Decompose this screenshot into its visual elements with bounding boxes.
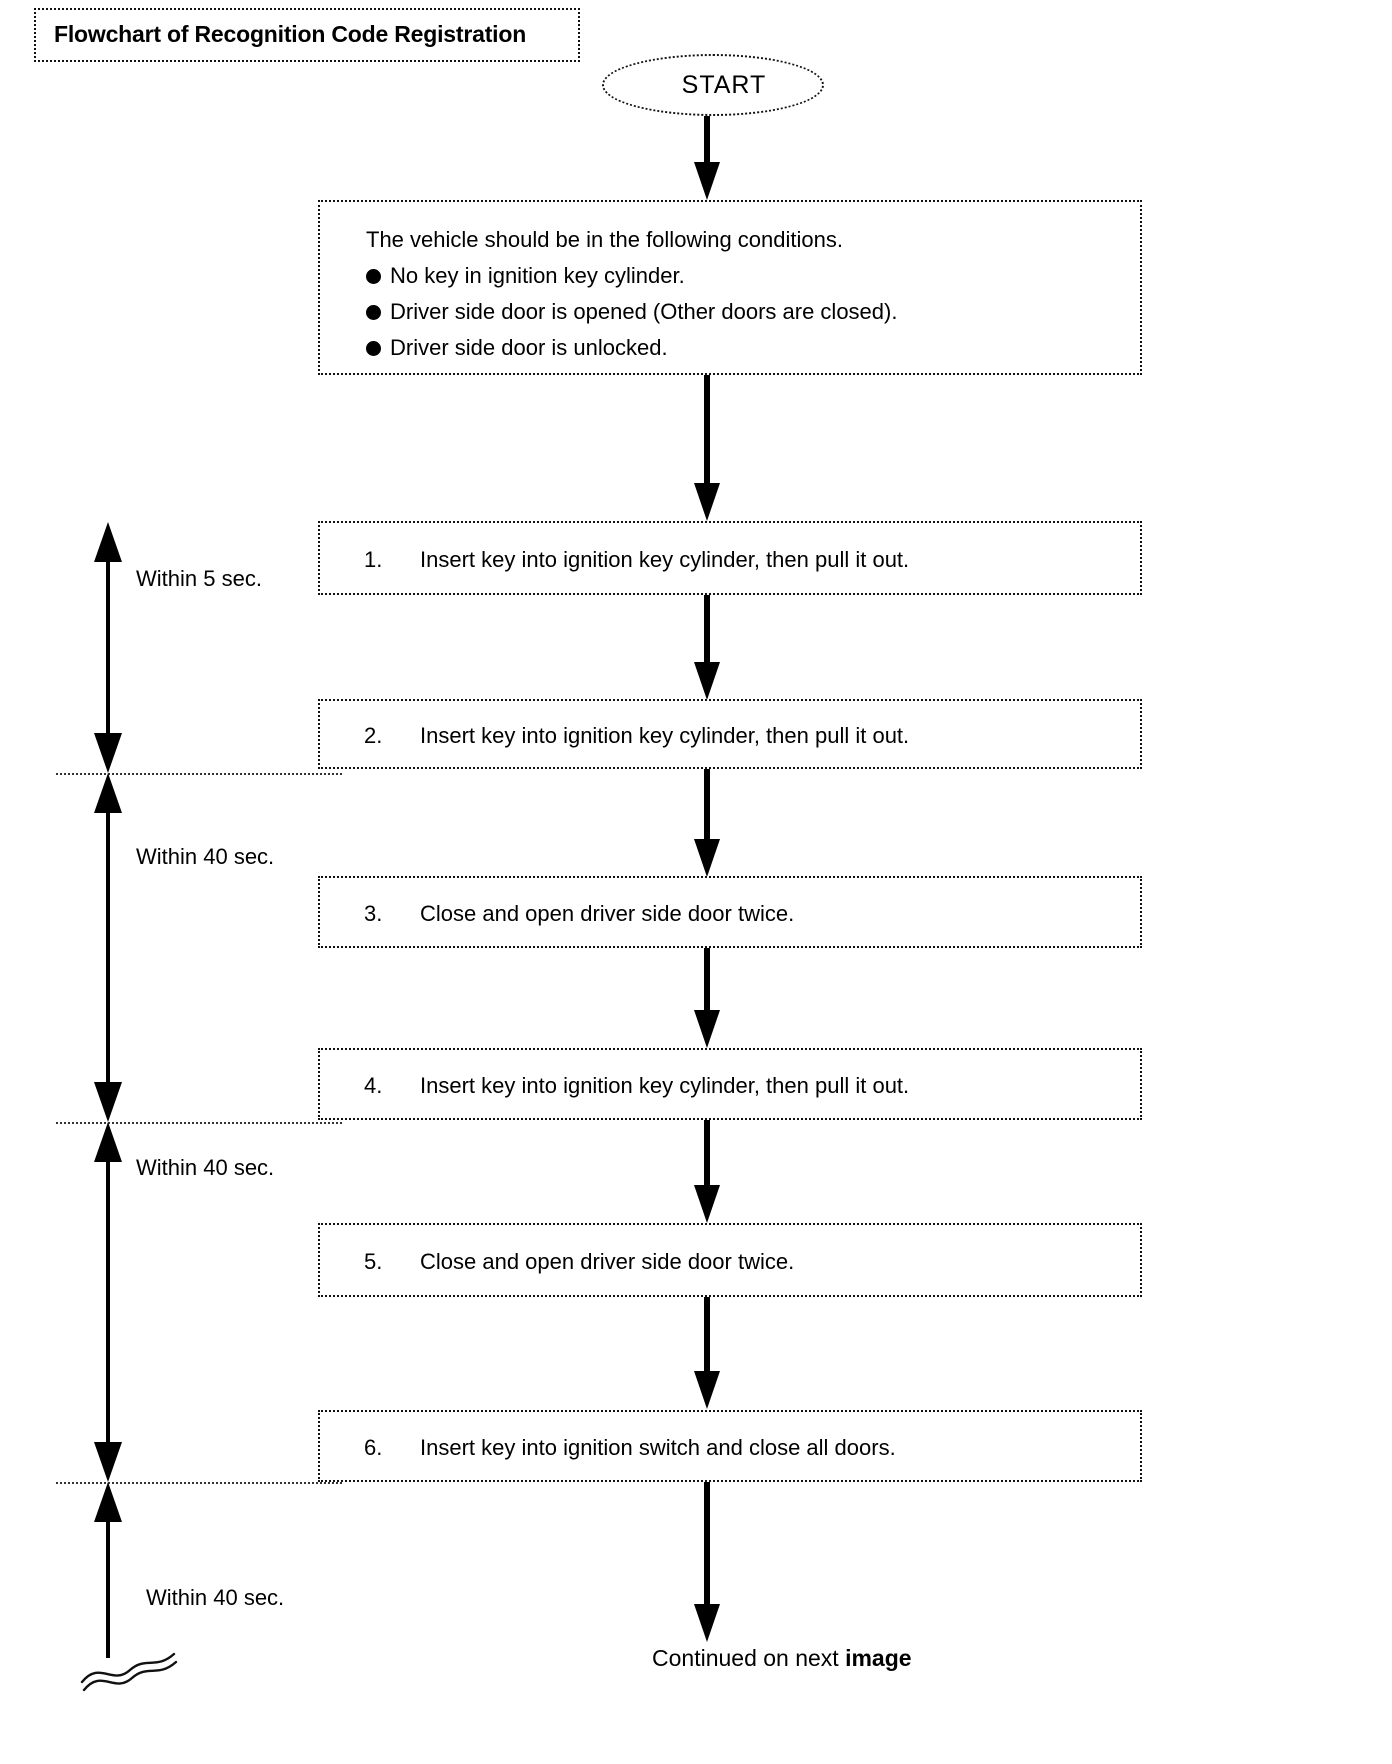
step-box-1: 1. Insert key into ignition key cylinder… [318, 521, 1142, 595]
timing-line-1 [106, 560, 110, 735]
timing-arrow-up-1 [94, 522, 122, 562]
flow-arrow-step5-to-step6 [694, 1297, 720, 1409]
step-number: 1. [364, 547, 383, 572]
timing-arrow-up-3 [94, 1122, 122, 1162]
timing-label-3: Within 40 sec. [136, 1155, 275, 1180]
start-terminator: START [602, 54, 824, 116]
step-box-6: 6. Insert key into ignition switch and c… [318, 1410, 1142, 1482]
flow-arrow-step2-to-step3 [694, 769, 720, 877]
timing-line-2 [106, 811, 110, 1084]
step-box-5: 5. Close and open driver side door twice… [318, 1223, 1142, 1297]
conditions-heading: The vehicle should be in the following c… [366, 227, 843, 252]
step-text: Insert key into ignition key cylinder, t… [420, 547, 910, 572]
bullet-icon [366, 269, 381, 284]
step-number: 4. [364, 1073, 383, 1098]
step-number: 5. [364, 1249, 383, 1274]
step-number: 3. [364, 901, 383, 926]
timing-label-4: Within 40 sec. [146, 1585, 285, 1610]
conditions-box: The vehicle should be in the following c… [318, 200, 1142, 375]
flow-arrow-step1-to-step2 [694, 595, 720, 700]
condition-item: Driver side door is unlocked. [366, 335, 668, 361]
start-label: START [681, 71, 767, 99]
timing-arrow-down-2 [94, 1082, 122, 1122]
step-text: Close and open driver side door twice. [420, 901, 795, 926]
flow-arrow-conditions-to-step1 [694, 375, 720, 521]
step-number: 6. [364, 1435, 383, 1460]
step-number: 2. [364, 723, 383, 748]
page-title: Flowchart of Recognition Code Registrati… [54, 21, 527, 47]
timing-arrow-up-4 [94, 1482, 122, 1522]
continued-note: Continued on next image [652, 1645, 912, 1672]
timing-arrow-down-1 [94, 733, 122, 773]
condition-item-label: Driver side door is unlocked. [390, 335, 668, 360]
step-text: Insert key into ignition key cylinder, t… [420, 723, 910, 748]
step-box-3: 3. Close and open driver side door twice… [318, 876, 1142, 948]
condition-item: No key in ignition key cylinder. [366, 263, 685, 289]
bullet-icon [366, 305, 381, 320]
step-box-4: 4. Insert key into ignition key cylinder… [318, 1048, 1142, 1120]
continued-note-prefix: Continued on next [652, 1645, 846, 1671]
flow-arrow-start-to-conditions [694, 116, 720, 200]
flow-arrow-step3-to-step4 [694, 948, 720, 1048]
step-text: Close and open driver side door twice. [420, 1249, 795, 1274]
condition-item-label: Driver side door is opened (Other doors … [390, 299, 898, 324]
timing-divider-3 [56, 1482, 342, 1484]
timing-line-4 [106, 1520, 110, 1658]
flow-arrow-step6-to-continued [694, 1482, 720, 1642]
timing-label-2: Within 40 sec. [136, 844, 275, 869]
timing-divider-2 [56, 1122, 342, 1124]
condition-item-label: No key in ignition key cylinder. [390, 263, 685, 288]
title-box: Flowchart of Recognition Code Registrati… [34, 8, 580, 62]
timing-arrow-down-3 [94, 1442, 122, 1482]
continued-note-emphasis: image [845, 1645, 912, 1671]
timing-divider-1 [56, 773, 342, 775]
flow-arrow-step4-to-step5 [694, 1120, 720, 1223]
timing-label-1: Within 5 sec. [136, 566, 262, 591]
break-squiggle-icon [80, 1652, 178, 1692]
step-box-2: 2. Insert key into ignition key cylinder… [318, 699, 1142, 769]
step-text: Insert key into ignition key cylinder, t… [420, 1073, 910, 1098]
step-text: Insert key into ignition switch and clos… [420, 1435, 896, 1460]
timing-line-3 [106, 1160, 110, 1444]
timing-arrow-up-2 [94, 773, 122, 813]
bullet-icon [366, 341, 381, 356]
condition-item: Driver side door is opened (Other doors … [366, 299, 897, 325]
